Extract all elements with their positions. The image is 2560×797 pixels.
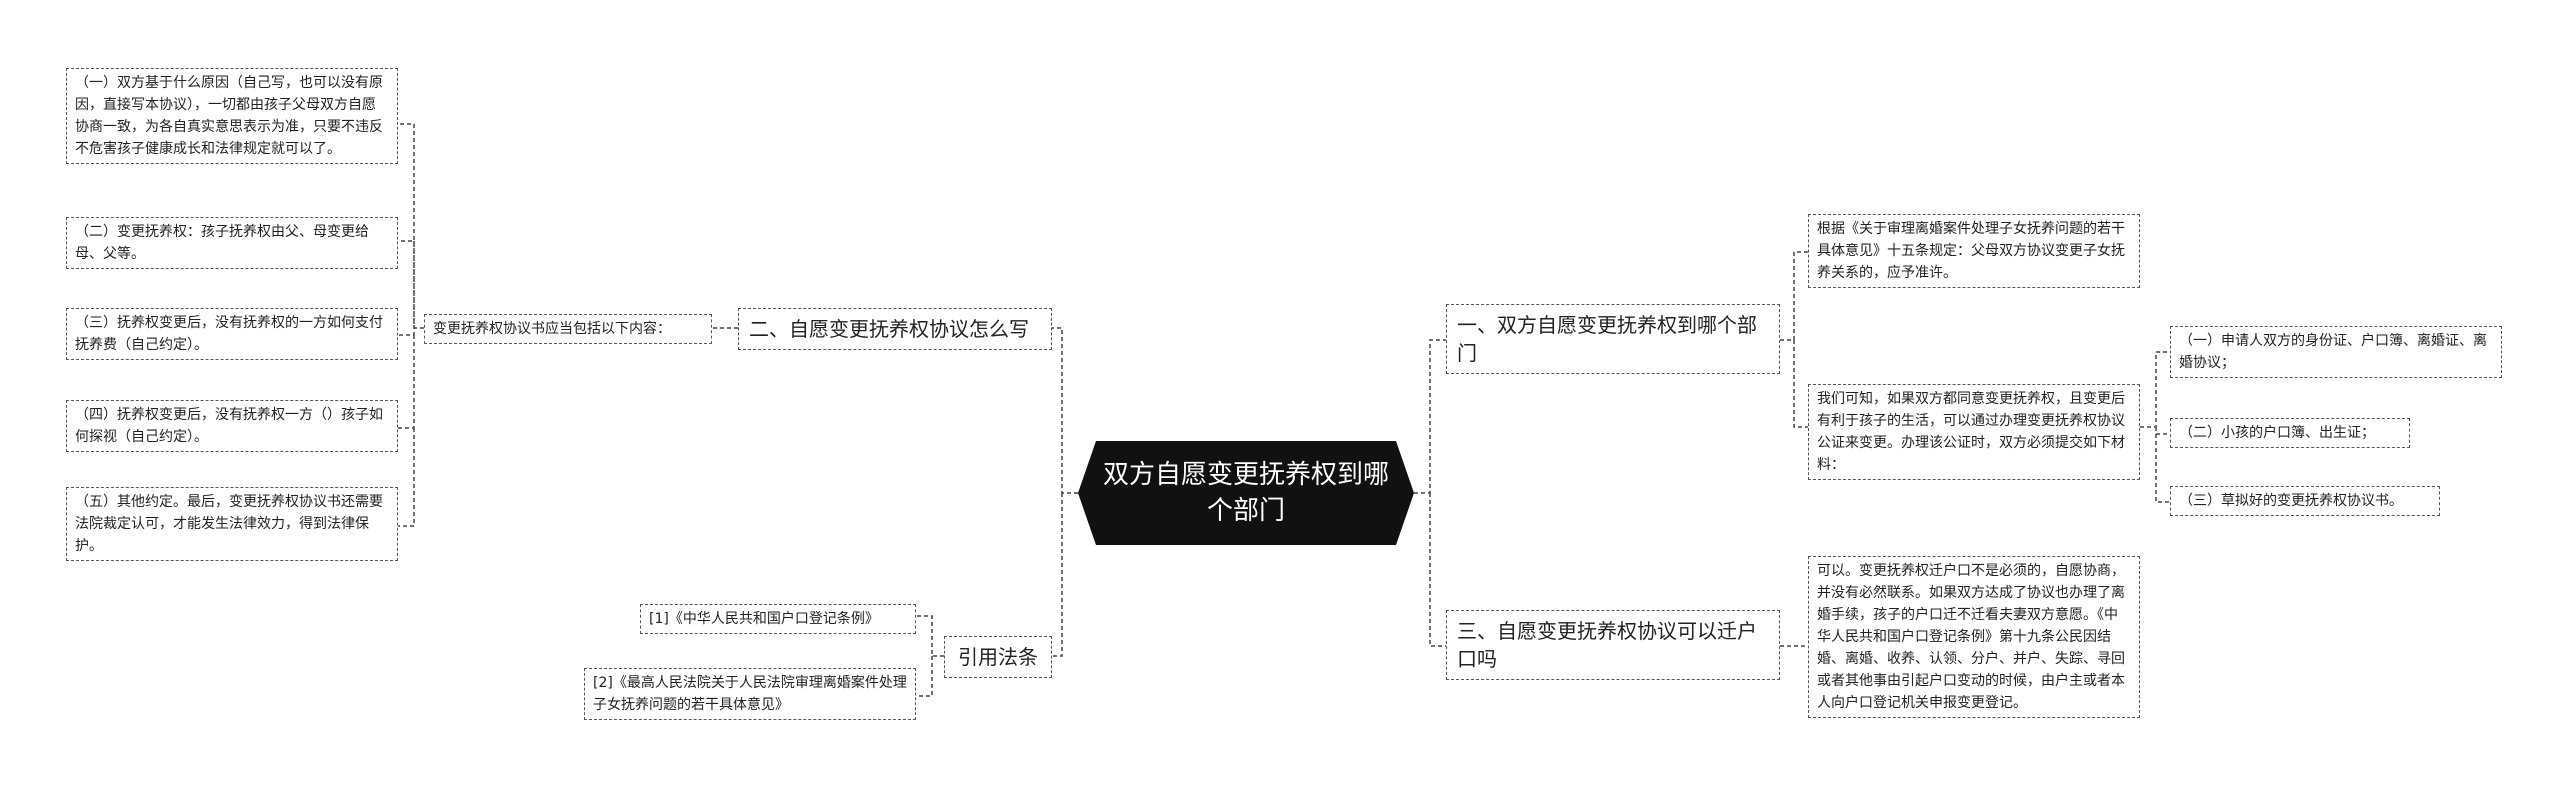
material-item-1-text: （一）申请人双方的身份证、户口簿、离婚证、离婚协议； <box>2179 333 2487 371</box>
root-node: 双方自愿变更抚养权到哪个部门 <box>1078 441 1414 545</box>
material-item-3-text: （三）草拟好的变更抚养权协议书。 <box>2179 493 2403 509</box>
branch-b4-label: 引用法条 <box>958 645 1038 669</box>
b2-item-1: （一）双方基于什么原因（自己写，也可以没有原因，直接写本协议），一切都由孩子父母… <box>66 68 398 164</box>
b3-detail: 可以。变更抚养权迁户口不是必须的，自愿协商，并没有必然联系。如果双方达成了协议也… <box>1808 556 2140 718</box>
b2-mid-text: 变更抚养权协议书应当包括以下内容： <box>433 321 671 337</box>
b1-detail-1-text: 根据《关于审理离婚案件处理子女抚养问题的若干具体意见》十五条规定：父母双方协议变… <box>1817 221 2125 281</box>
link-mid-items <box>398 123 424 527</box>
material-item-1: （一）申请人双方的身份证、户口簿、离婚证、离婚协议； <box>2170 326 2502 378</box>
b2-item-3: （三）抚养权变更后，没有抚养权的一方如何支付抚养费（自己约定）。 <box>66 308 398 360</box>
ref-item-1-text: [1]《中华人民共和国户口登记条例》 <box>649 611 879 627</box>
branch-b1-label: 一、双方自愿变更抚养权到哪个部门 <box>1457 313 1757 365</box>
ref-item-2: [2]《最高人民法院关于人民法院审理离婚案件处理子女抚养问题的若干具体意见》 <box>584 668 916 720</box>
material-item-3: （三）草拟好的变更抚养权协议书。 <box>2170 486 2440 516</box>
b2-item-4-text: （四）抚养权变更后，没有抚养权一方（）孩子如何探视（自己约定）。 <box>75 407 383 445</box>
b2-mid: 变更抚养权协议书应当包括以下内容： <box>424 314 712 344</box>
b2-item-2: （二）变更抚养权：孩子抚养权由父、母变更给母、父等。 <box>66 217 398 269</box>
b3-detail-text: 可以。变更抚养权迁户口不是必须的，自愿协商，并没有必然联系。如果双方达成了协议也… <box>1817 563 2125 711</box>
b2-item-2-text: （二）变更抚养权：孩子抚养权由父、母变更给母、父等。 <box>75 224 369 262</box>
link-root-b2 <box>1052 327 1078 494</box>
link-b4-refs <box>916 615 944 697</box>
b2-item-5: （五）其他约定。最后，变更抚养权协议书还需要法院裁定认可，才能发生法律效力，得到… <box>66 487 398 561</box>
link-b1-details <box>1780 251 1808 428</box>
material-item-2: （二）小孩的户口簿、出生证； <box>2170 418 2410 448</box>
b2-item-4: （四）抚养权变更后，没有抚养权一方（）孩子如何探视（自己约定）。 <box>66 400 398 452</box>
link-root-b4 <box>1052 493 1063 657</box>
branch-b4: 引用法条 <box>944 636 1052 678</box>
b2-item-5-text: （五）其他约定。最后，变更抚养权协议书还需要法院裁定认可，才能发生法律效力，得到… <box>75 494 383 554</box>
root-shape <box>1078 441 1414 545</box>
link-d2-materials <box>2140 351 2170 503</box>
link-root-b3 <box>1429 493 1446 647</box>
b2-item-1-text: （一）双方基于什么原因（自己写，也可以没有原因，直接写本协议），一切都由孩子父母… <box>75 75 383 157</box>
branch-b2-label: 二、自愿变更抚养权协议怎么写 <box>749 317 1029 341</box>
root-title: 双方自愿变更抚养权到哪个部门 <box>1102 460 1389 526</box>
material-item-2-text: （二）小孩的户口簿、出生证； <box>2179 425 2375 441</box>
ref-item-2-text: [2]《最高人民法院关于人民法院审理离婚案件处理子女抚养问题的若干具体意见》 <box>593 675 907 713</box>
link-root-b1 <box>1414 339 1446 494</box>
b1-detail-2-text: 我们可知，如果双方都同意变更抚养权，且变更后有利于孩子的生活，可以通过办理变更抚… <box>1817 391 2125 473</box>
b2-item-3-text: （三）抚养权变更后，没有抚养权的一方如何支付抚养费（自己约定）。 <box>75 315 383 353</box>
branch-b2: 二、自愿变更抚养权协议怎么写 <box>738 308 1052 350</box>
branch-b3-label: 三、自愿变更抚养权协议可以迁户口吗 <box>1457 619 1757 671</box>
branch-b3: 三、自愿变更抚养权协议可以迁户口吗 <box>1446 610 1780 680</box>
branch-b1: 一、双方自愿变更抚养权到哪个部门 <box>1446 304 1780 374</box>
b1-detail-1: 根据《关于审理离婚案件处理子女抚养问题的若干具体意见》十五条规定：父母双方协议变… <box>1808 214 2140 288</box>
b1-detail-2: 我们可知，如果双方都同意变更抚养权，且变更后有利于孩子的生活，可以通过办理变更抚… <box>1808 384 2140 480</box>
ref-item-1: [1]《中华人民共和国户口登记条例》 <box>640 604 916 634</box>
